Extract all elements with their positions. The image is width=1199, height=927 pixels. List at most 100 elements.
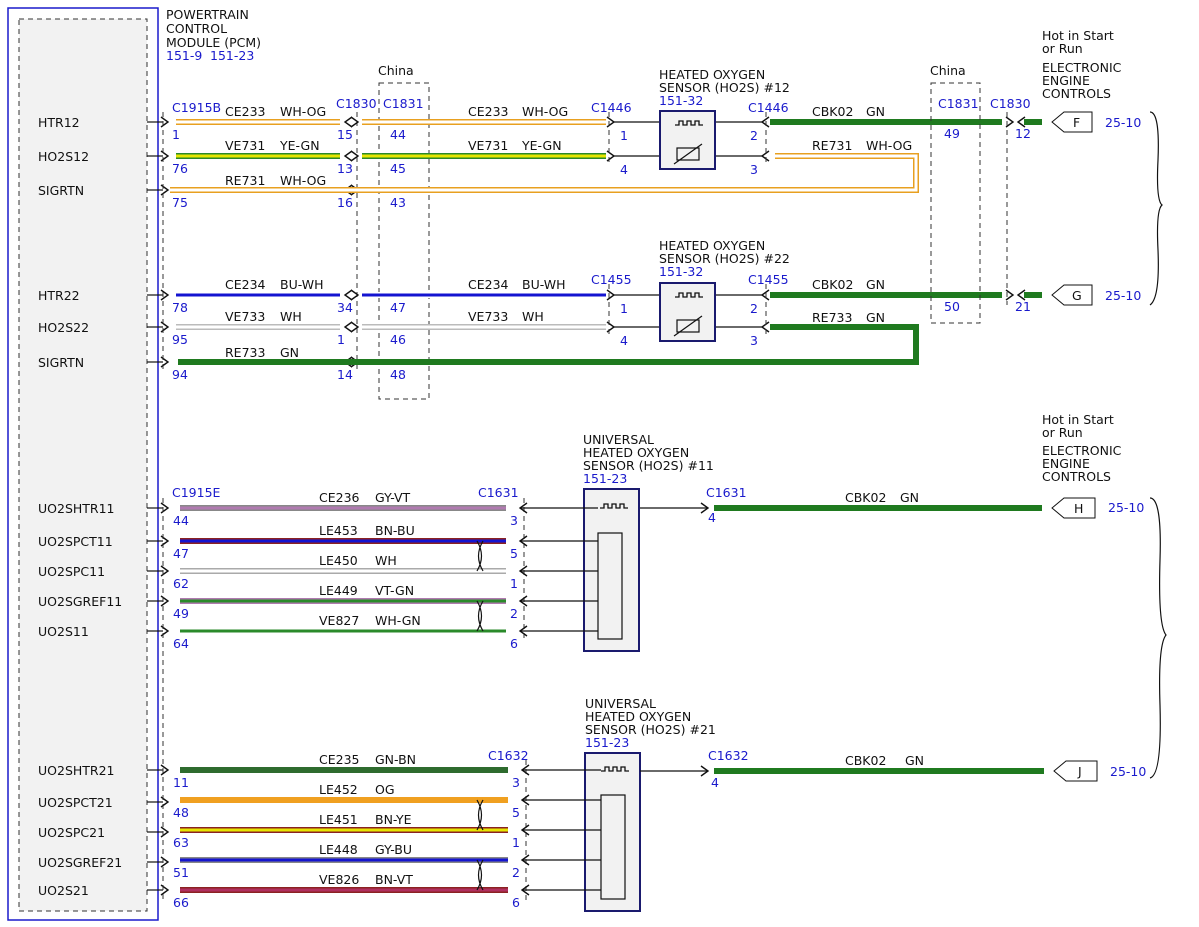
twisted-pair-icon	[476, 600, 484, 632]
pcm-module-body	[18, 18, 148, 912]
c1830-label-right[interactable]: C1830	[990, 96, 1031, 111]
brace-lower	[1149, 497, 1167, 779]
c1455-label-right[interactable]: C1455	[748, 272, 789, 287]
pin-number: 14	[337, 367, 353, 382]
sensor11-ref[interactable]: 151-23	[583, 471, 627, 486]
pin-number: 4	[620, 333, 628, 348]
wire-label: CE236	[319, 490, 360, 505]
wire-label: OG	[375, 782, 395, 797]
ref-tag-h[interactable]: H 25-10	[1051, 497, 1144, 519]
pin-number: 2	[510, 606, 518, 621]
sensing-element-arrow	[673, 143, 703, 165]
pin-number: 1	[337, 332, 345, 347]
pin-number: 3	[750, 333, 758, 348]
connector-arrow	[606, 150, 616, 162]
c1831-label-right[interactable]: C1831	[938, 96, 979, 111]
c1831-label[interactable]: C1831	[383, 96, 424, 111]
connector-arrow	[1005, 116, 1015, 128]
wire-label: CE235	[319, 752, 360, 767]
sensor12-ref[interactable]: 151-32	[659, 93, 703, 108]
pin-number: 6	[510, 636, 518, 651]
pin-number: 5	[512, 805, 520, 820]
ref-tag-g-letter: G	[1072, 288, 1082, 303]
pin-number: 95	[172, 332, 188, 347]
connector-arrow	[343, 150, 353, 162]
sensor22-line1: HEATED OXYGEN	[659, 238, 765, 253]
pin-number: 63	[173, 835, 189, 850]
pcm-pin-label: HTR12	[38, 115, 80, 130]
sensor21-ref[interactable]: 151-23	[585, 735, 629, 750]
pin-number: 1	[620, 128, 628, 143]
wire-label: LE450	[319, 553, 358, 568]
pin-number: 49	[944, 126, 960, 141]
hot-note-line2: or Run	[1042, 41, 1083, 56]
ref-tag-g[interactable]: G 25-10	[1051, 284, 1141, 306]
pcm-pin-label: UO2SPC21	[38, 825, 105, 840]
pcm-ref-2[interactable]: 151-23	[210, 48, 254, 63]
twisted-pair-icon	[476, 859, 484, 891]
wire-re733-circuit-b: RE733	[812, 310, 852, 325]
pcm-ref-1[interactable]: 151-9	[166, 48, 202, 63]
c1455-label-left[interactable]: C1455	[591, 272, 632, 287]
pcm-pin-label: UO2S21	[38, 883, 89, 898]
wire-label: GN-BN	[375, 752, 416, 767]
wire-label: WH	[522, 309, 544, 324]
ref-tag-f[interactable]: F 25-10	[1051, 111, 1141, 133]
wire-re733-color-b: GN	[866, 310, 885, 325]
ref-tag-f-shape	[1051, 111, 1093, 133]
pcm-pin-labels: HTR12HO2S12SIGRTNHTR22HO2S22SIGRTNUO2SHT…	[38, 115, 170, 898]
pin-number: 51	[173, 865, 189, 880]
wire-cbk02-f-color: GN	[866, 104, 885, 119]
wire-label: CE234	[468, 277, 509, 292]
pcm-name-line2: CONTROL	[166, 21, 227, 36]
c1915e-label[interactable]: C1915E	[172, 485, 221, 500]
pin-number: 64	[173, 636, 189, 651]
wire-label: VE826	[319, 872, 359, 887]
wire-label: LE453	[319, 523, 358, 538]
connector-arrow	[350, 289, 360, 301]
c1830-label[interactable]: C1830	[336, 96, 377, 111]
c1446-label-right[interactable]: C1446	[748, 100, 789, 115]
pcm-pin-label: HO2S22	[38, 320, 89, 335]
pin-number: 94	[172, 367, 188, 382]
pin-number: 2	[512, 865, 520, 880]
hot-note-line1: Hot in Start	[1042, 28, 1114, 43]
heater-icon	[601, 766, 629, 772]
c1631-label-right[interactable]: C1631	[706, 485, 747, 500]
ref-tag-h-page[interactable]: 25-10	[1108, 500, 1144, 515]
sensing-element-icon	[676, 147, 700, 161]
ref-tag-j-page[interactable]: 25-10	[1110, 764, 1146, 779]
wire-label: VT-GN	[375, 583, 414, 598]
pin-number: 48	[173, 805, 189, 820]
wire-cbk02-j-color: GN	[905, 753, 924, 768]
wire-re731-loop-inner	[170, 154, 918, 192]
ref-tag-h-letter: H	[1074, 501, 1083, 516]
c1915b-label[interactable]: C1915B	[172, 100, 221, 115]
wire-label: LE452	[319, 782, 358, 797]
pin-number: 13	[337, 161, 353, 176]
ref-tag-g-page[interactable]: 25-10	[1105, 288, 1141, 303]
connector-arrow	[606, 289, 616, 301]
sensor11-line1: UNIVERSAL	[583, 432, 654, 447]
pin-number: 45	[390, 161, 406, 176]
sensor21-line1: UNIVERSAL	[585, 696, 656, 711]
c1632-label-left[interactable]: C1632	[488, 748, 529, 763]
china-splice-box-1	[378, 82, 430, 400]
ref-tag-f-page[interactable]: 25-10	[1105, 115, 1141, 130]
wire-cbk02-g-color: GN	[866, 277, 885, 292]
eec-line3-b: CONTROLS	[1042, 469, 1111, 484]
pin-number: 4	[708, 510, 716, 525]
c1632-label-right[interactable]: C1632	[708, 748, 749, 763]
ref-tag-j[interactable]: J 25-10	[1053, 760, 1146, 782]
wire-re731-circuit-b: RE731	[812, 138, 852, 153]
pin-number: 76	[172, 161, 188, 176]
connector-arrow	[606, 321, 616, 333]
c1446-label-left[interactable]: C1446	[591, 100, 632, 115]
sensor22-ref[interactable]: 151-32	[659, 264, 703, 279]
ref-tag-j-shape	[1053, 760, 1098, 782]
pin-number: 50	[944, 299, 960, 314]
pin-number: 1	[512, 835, 520, 850]
pin-number: 3	[512, 775, 520, 790]
c1631-label-left[interactable]: C1631	[478, 485, 519, 500]
